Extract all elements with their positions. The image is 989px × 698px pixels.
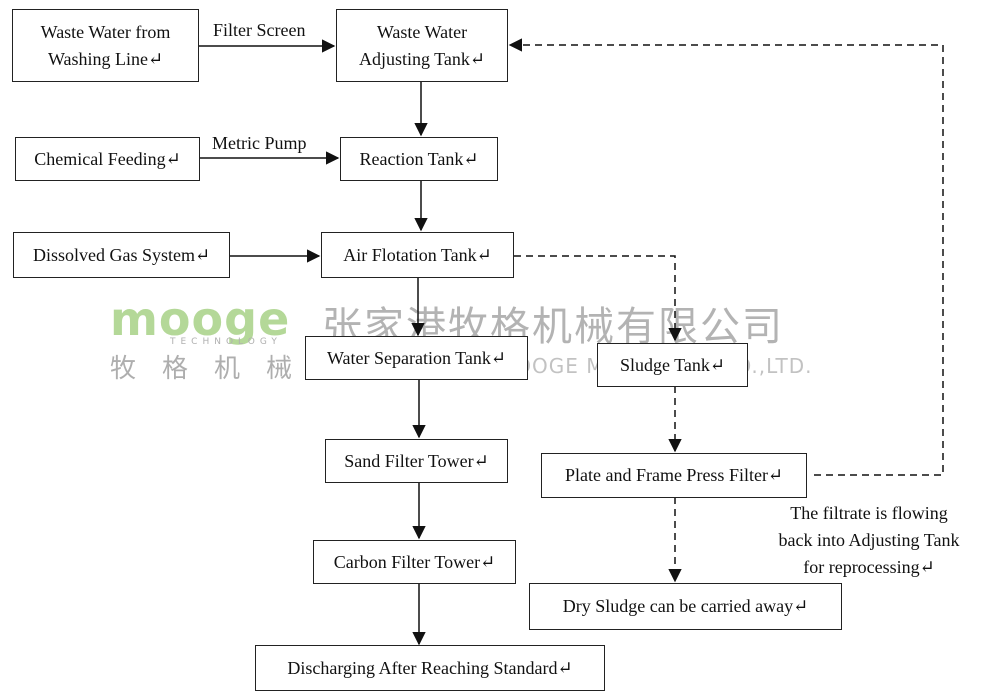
logo-subtitle: TECHNOLOGY xyxy=(170,337,282,347)
filtrate-note: The filtrate is flowing back into Adjust… xyxy=(744,500,989,581)
filter-screen-label: Filter Screen xyxy=(213,20,306,40)
note-line: back into Adjusting Tank xyxy=(778,530,960,550)
logo-chinese: 牧格机械 xyxy=(110,354,319,384)
water-separation-tank-box: Water Separation Tank↵ xyxy=(305,336,528,380)
sand-filter-tower-box: Sand Filter Tower↵ xyxy=(325,439,508,483)
chemical-feeding-box: Chemical Feeding↵ xyxy=(15,137,200,181)
arrow-flotation-to-sludge xyxy=(514,255,682,342)
reaction-tank-box: Reaction Tank↵ xyxy=(340,137,498,181)
air-flotation-tank-box: Air Flotation Tank↵ xyxy=(321,232,514,278)
discharging-after-reaching-standard-box: Discharging After Reaching Standard↵ xyxy=(255,645,605,691)
waste-water-adjusting-tank-box: Waste Water Adjusting Tank↵ xyxy=(336,9,508,82)
metric-pump-label: Metric Pump xyxy=(212,133,307,153)
note-line: for reprocessing↵ xyxy=(803,557,935,577)
sludge-tank-box: Sludge Tank↵ xyxy=(597,343,748,387)
note-line: The filtrate is flowing xyxy=(790,503,948,523)
carbon-filter-tower-box: Carbon Filter Tower↵ xyxy=(313,540,516,584)
plate-and-frame-press-filter-box: Plate and Frame Press Filter↵ xyxy=(541,453,807,498)
dissolved-gas-system-box: Dissolved Gas System↵ xyxy=(13,232,230,278)
box-label-line: Waste Water from xyxy=(40,22,171,43)
waste-water-from-washing-line-box: Waste Water from Washing Line↵ xyxy=(12,9,199,82)
dry-sludge-box: Dry Sludge can be carried away↵ xyxy=(529,583,842,630)
arrow-filtrate-return xyxy=(508,38,944,476)
mooge-logo: mooge xyxy=(110,292,291,346)
box-label-line: Waste Water xyxy=(376,22,468,43)
box-label-line: Washing Line↵ xyxy=(47,48,164,69)
box-label-line: Adjusting Tank↵ xyxy=(359,48,485,69)
